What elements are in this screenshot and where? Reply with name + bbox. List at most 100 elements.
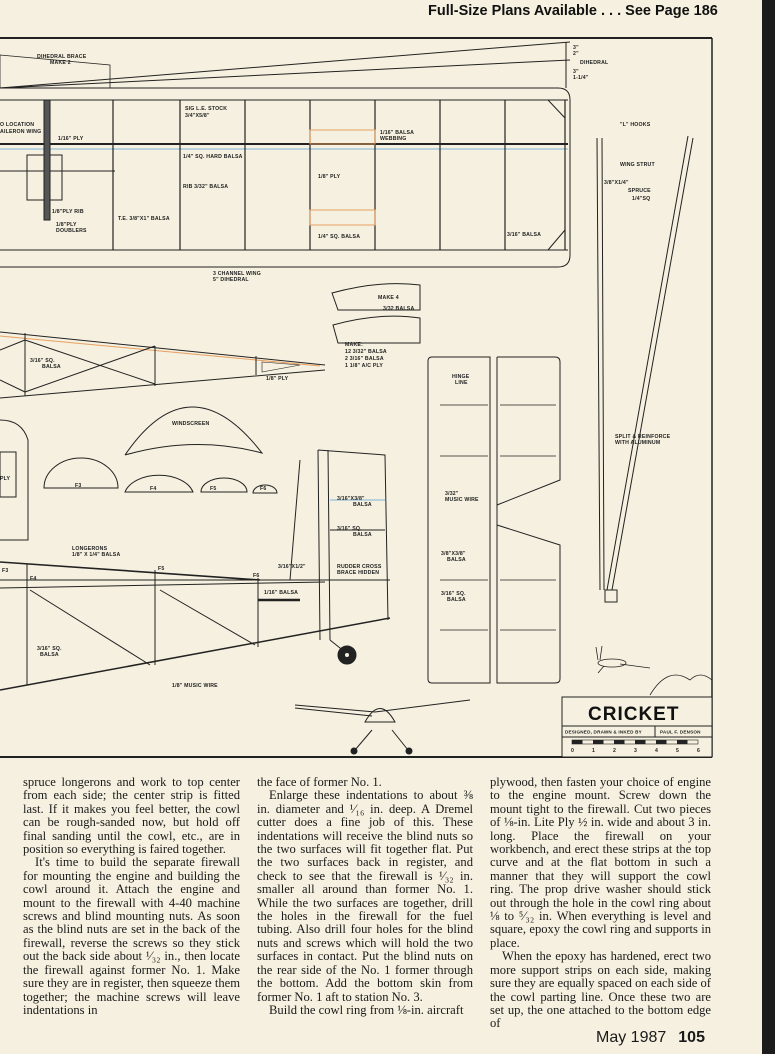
wing-strut xyxy=(596,135,694,603)
stabilizer-elevator xyxy=(427,356,561,684)
page-number: 105 xyxy=(678,1029,705,1046)
scale-tick: 2 xyxy=(613,748,616,754)
title-block: CRICKET DESIGNED, DRAWN & INKED BY PAUL … xyxy=(561,696,713,758)
plan-label: 1/8" MUSIC WIRE xyxy=(172,683,218,689)
plan-label: 3/16" SQ. xyxy=(30,358,55,364)
issue-date: May 1987 xyxy=(596,1029,667,1046)
plan-label: F3 xyxy=(2,568,8,574)
front-view xyxy=(294,699,471,755)
plan-label: 3/8"X3/8" xyxy=(441,551,466,557)
plan-label: MAKE 4 xyxy=(378,295,399,301)
paragraph: spruce longerons and work to top center … xyxy=(23,775,240,857)
cricket-plan-drawing: CRICKET DESIGNED, DRAWN & INKED BY PAUL … xyxy=(0,37,713,758)
plan-label: 3 CHANNEL WING xyxy=(213,271,261,277)
stab-ribs xyxy=(331,283,421,344)
plan-label: 1/16" PLY xyxy=(58,136,84,142)
plan-label: WINDSCREEN xyxy=(172,421,210,427)
plan-label: SIG L.E. STOCK xyxy=(185,106,227,112)
plan-label: DOUBLERS xyxy=(56,228,87,234)
plan-label: LONGERONS xyxy=(72,546,108,552)
article-column-3: plywood, then fasten your choice of engi… xyxy=(490,775,711,1031)
plan-label: 3/4"X5/8" xyxy=(185,113,210,119)
plan-label: 1/8" PLY xyxy=(266,376,289,382)
plan-label: 1/16" BALSA xyxy=(264,590,298,596)
plan-label: 3/16" SQ. xyxy=(337,526,362,532)
plan-label: 12 3/32" BALSA xyxy=(345,349,387,355)
plan-label: 1 1/8" A/C PLY xyxy=(345,363,383,369)
scale-tick: 6 xyxy=(697,748,700,754)
plan-label: DIHEDRAL xyxy=(580,60,609,66)
plan-label: T.E. 3/8"X1" BALSA xyxy=(118,216,170,222)
scale-tick: 0 xyxy=(571,748,574,754)
plan-label: MUSIC WIRE xyxy=(445,497,479,503)
plan-label: BALSA xyxy=(447,557,466,563)
plan-label: 1/8"PLY RIB xyxy=(52,209,84,215)
plan-label: AILERON WING xyxy=(0,129,41,135)
plan-label: 3/16" SQ. xyxy=(37,646,62,652)
page-edge xyxy=(762,0,775,1054)
plan-label: 3" xyxy=(573,45,579,51)
plan-label: "L" HOOKS xyxy=(620,122,651,128)
cricket-insect-icon xyxy=(595,645,713,696)
page-footer: May 1987 105 xyxy=(596,1029,705,1047)
plan-label: F4 xyxy=(150,486,156,492)
plan-label: 3" xyxy=(573,69,579,75)
plan-label: MAKE 2 xyxy=(50,60,71,66)
scale-bar: 0 1 2 3 4 5 6 xyxy=(571,739,700,754)
plan-label: DIHEDRAL BRACE xyxy=(37,54,87,60)
wing-plan xyxy=(0,87,571,268)
plan-label: BRACE HIDDEN xyxy=(337,570,379,576)
plan-label: 1/4"SQ xyxy=(632,196,650,202)
plan-label: F5 xyxy=(210,486,216,492)
windscreen-formers xyxy=(0,406,278,541)
scale-tick: 5 xyxy=(676,748,679,754)
plan-label: F6 xyxy=(253,573,259,579)
plans-available-header: Full-Size Plans Available . . . See Page… xyxy=(428,3,718,19)
plan-label: 2 3/16" BALSA xyxy=(345,356,384,362)
plan-label: 1/8" PLY xyxy=(318,174,341,180)
scale-tick: 1 xyxy=(592,748,595,754)
paragraph: Build the cowl ring from ⅛-in. aircraft xyxy=(269,1002,464,1017)
plan-label: 1/16" BALSA xyxy=(380,130,414,136)
plan-label: F3 xyxy=(75,483,81,489)
plan-title: CRICKET xyxy=(588,704,679,725)
plan-label: WITH ALUMINUM xyxy=(615,440,660,446)
plan-label: 3/8"X1/4" xyxy=(604,180,629,186)
designer-name: PAUL F. DENSON xyxy=(660,730,701,735)
paragraph: the face of former No. 1. xyxy=(257,775,382,789)
plan-label: 5" DIHEDRAL xyxy=(213,277,249,283)
plan-label: 3/16" SQ. xyxy=(441,591,466,597)
fuselage-side-view xyxy=(0,449,391,691)
plan-label: RIB 3/32" BALSA xyxy=(183,184,228,190)
plan-label: 1/8" X 1/4" BALSA xyxy=(72,552,120,558)
plan-label: BALSA xyxy=(353,502,372,508)
plan-label: 1/4" SQ. HARD BALSA xyxy=(183,154,243,160)
paragraph: plywood, then fasten your choice of engi… xyxy=(490,775,711,950)
plan-label: SPRUCE xyxy=(628,188,651,194)
plan-label: 1/8"PLY xyxy=(56,222,77,228)
plan-border xyxy=(0,37,713,758)
plan-label: BALSA xyxy=(42,364,61,370)
scale-tick: 4 xyxy=(655,748,658,754)
fuselage-top-view xyxy=(0,331,326,399)
plan-label: WEBBING xyxy=(380,136,406,142)
plan-label: HINGE xyxy=(452,374,470,380)
plan-label: O LOCATION xyxy=(0,122,34,128)
plan-label: BALSA xyxy=(353,532,372,538)
paragraph: When the epoxy has hardened, erect two m… xyxy=(490,949,711,1031)
plan-label: 3/16" BALSA xyxy=(507,232,541,238)
plan-label: 2" xyxy=(573,51,579,57)
dihedral-brace xyxy=(0,41,571,89)
plan-label: LINE xyxy=(455,380,468,386)
plan-label: 3/32 BALSA xyxy=(383,306,414,312)
plan-label: BALSA xyxy=(447,597,466,603)
plan-label: 3/16"X3/8" xyxy=(337,496,365,502)
plan-label: PLY xyxy=(0,476,11,482)
plan-label: F6 xyxy=(260,486,266,492)
scale-tick: 3 xyxy=(634,748,637,754)
plan-label: 1/4" SQ. BALSA xyxy=(318,234,360,240)
plan-label: BALSA xyxy=(40,652,59,658)
plan-label: 3/16"X1/2" xyxy=(278,564,306,570)
paragraph: Enlarge these indentations to about ⅜ in… xyxy=(257,788,473,1004)
